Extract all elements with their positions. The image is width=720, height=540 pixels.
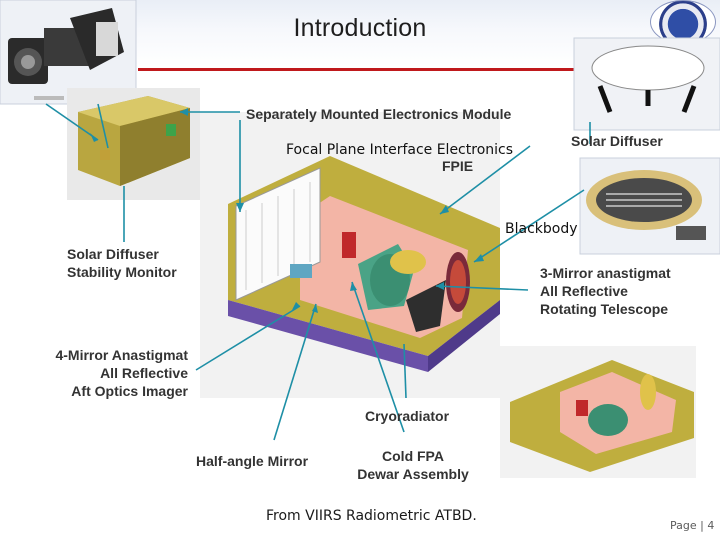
cryoradiator-render <box>500 346 696 478</box>
label-solar-diffuser: Solar Diffuser <box>571 132 663 150</box>
label-rta-line1: 3-Mirror anastigmat <box>540 264 671 282</box>
label-rotating-telescope: 3-Mirror anastigmat All Reflective Rotat… <box>540 264 671 318</box>
label-half-angle-mirror: Half-angle Mirror <box>196 452 308 470</box>
blackbody-photo <box>580 158 720 254</box>
label-rta-line3: Rotating Telescope <box>540 300 671 318</box>
electronics-module-render <box>67 88 200 200</box>
label-cold-fpa-line2: Dewar Assembly <box>352 465 474 483</box>
label-sdsm-line1: Solar Diffuser <box>67 245 177 263</box>
label-cold-fpa-line1: Cold FPA <box>352 447 474 465</box>
label-cold-fpa: Cold FPA Dewar Assembly <box>352 447 474 483</box>
label-aft-optics: 4-Mirror Anastigmat All Reflective Aft O… <box>40 346 188 400</box>
page-number: Page | 4 <box>670 519 714 532</box>
label-sdsm: Solar Diffuser Stability Monitor <box>67 245 177 281</box>
label-rta-line2: All Reflective <box>540 282 671 300</box>
label-electronics-module: Separately Mounted Electronics Module <box>246 105 511 123</box>
label-blackbody: Blackbody <box>505 221 578 237</box>
label-aoi-line1: 4-Mirror Anastigmat <box>40 346 188 364</box>
label-sdsm-line2: Stability Monitor <box>67 263 177 281</box>
label-cryoradiator: Cryoradiator <box>365 407 449 425</box>
label-aoi-line2: All Reflective <box>40 364 188 382</box>
label-aoi-line3: Aft Optics Imager <box>40 382 188 400</box>
source-citation: From VIIRS Radiometric ATBD. <box>266 508 477 524</box>
solar-diffuser-photo <box>574 38 720 130</box>
label-fpie-long: Focal Plane Interface Electronics <box>286 142 513 158</box>
label-fpie-short: FPIE <box>442 157 473 175</box>
